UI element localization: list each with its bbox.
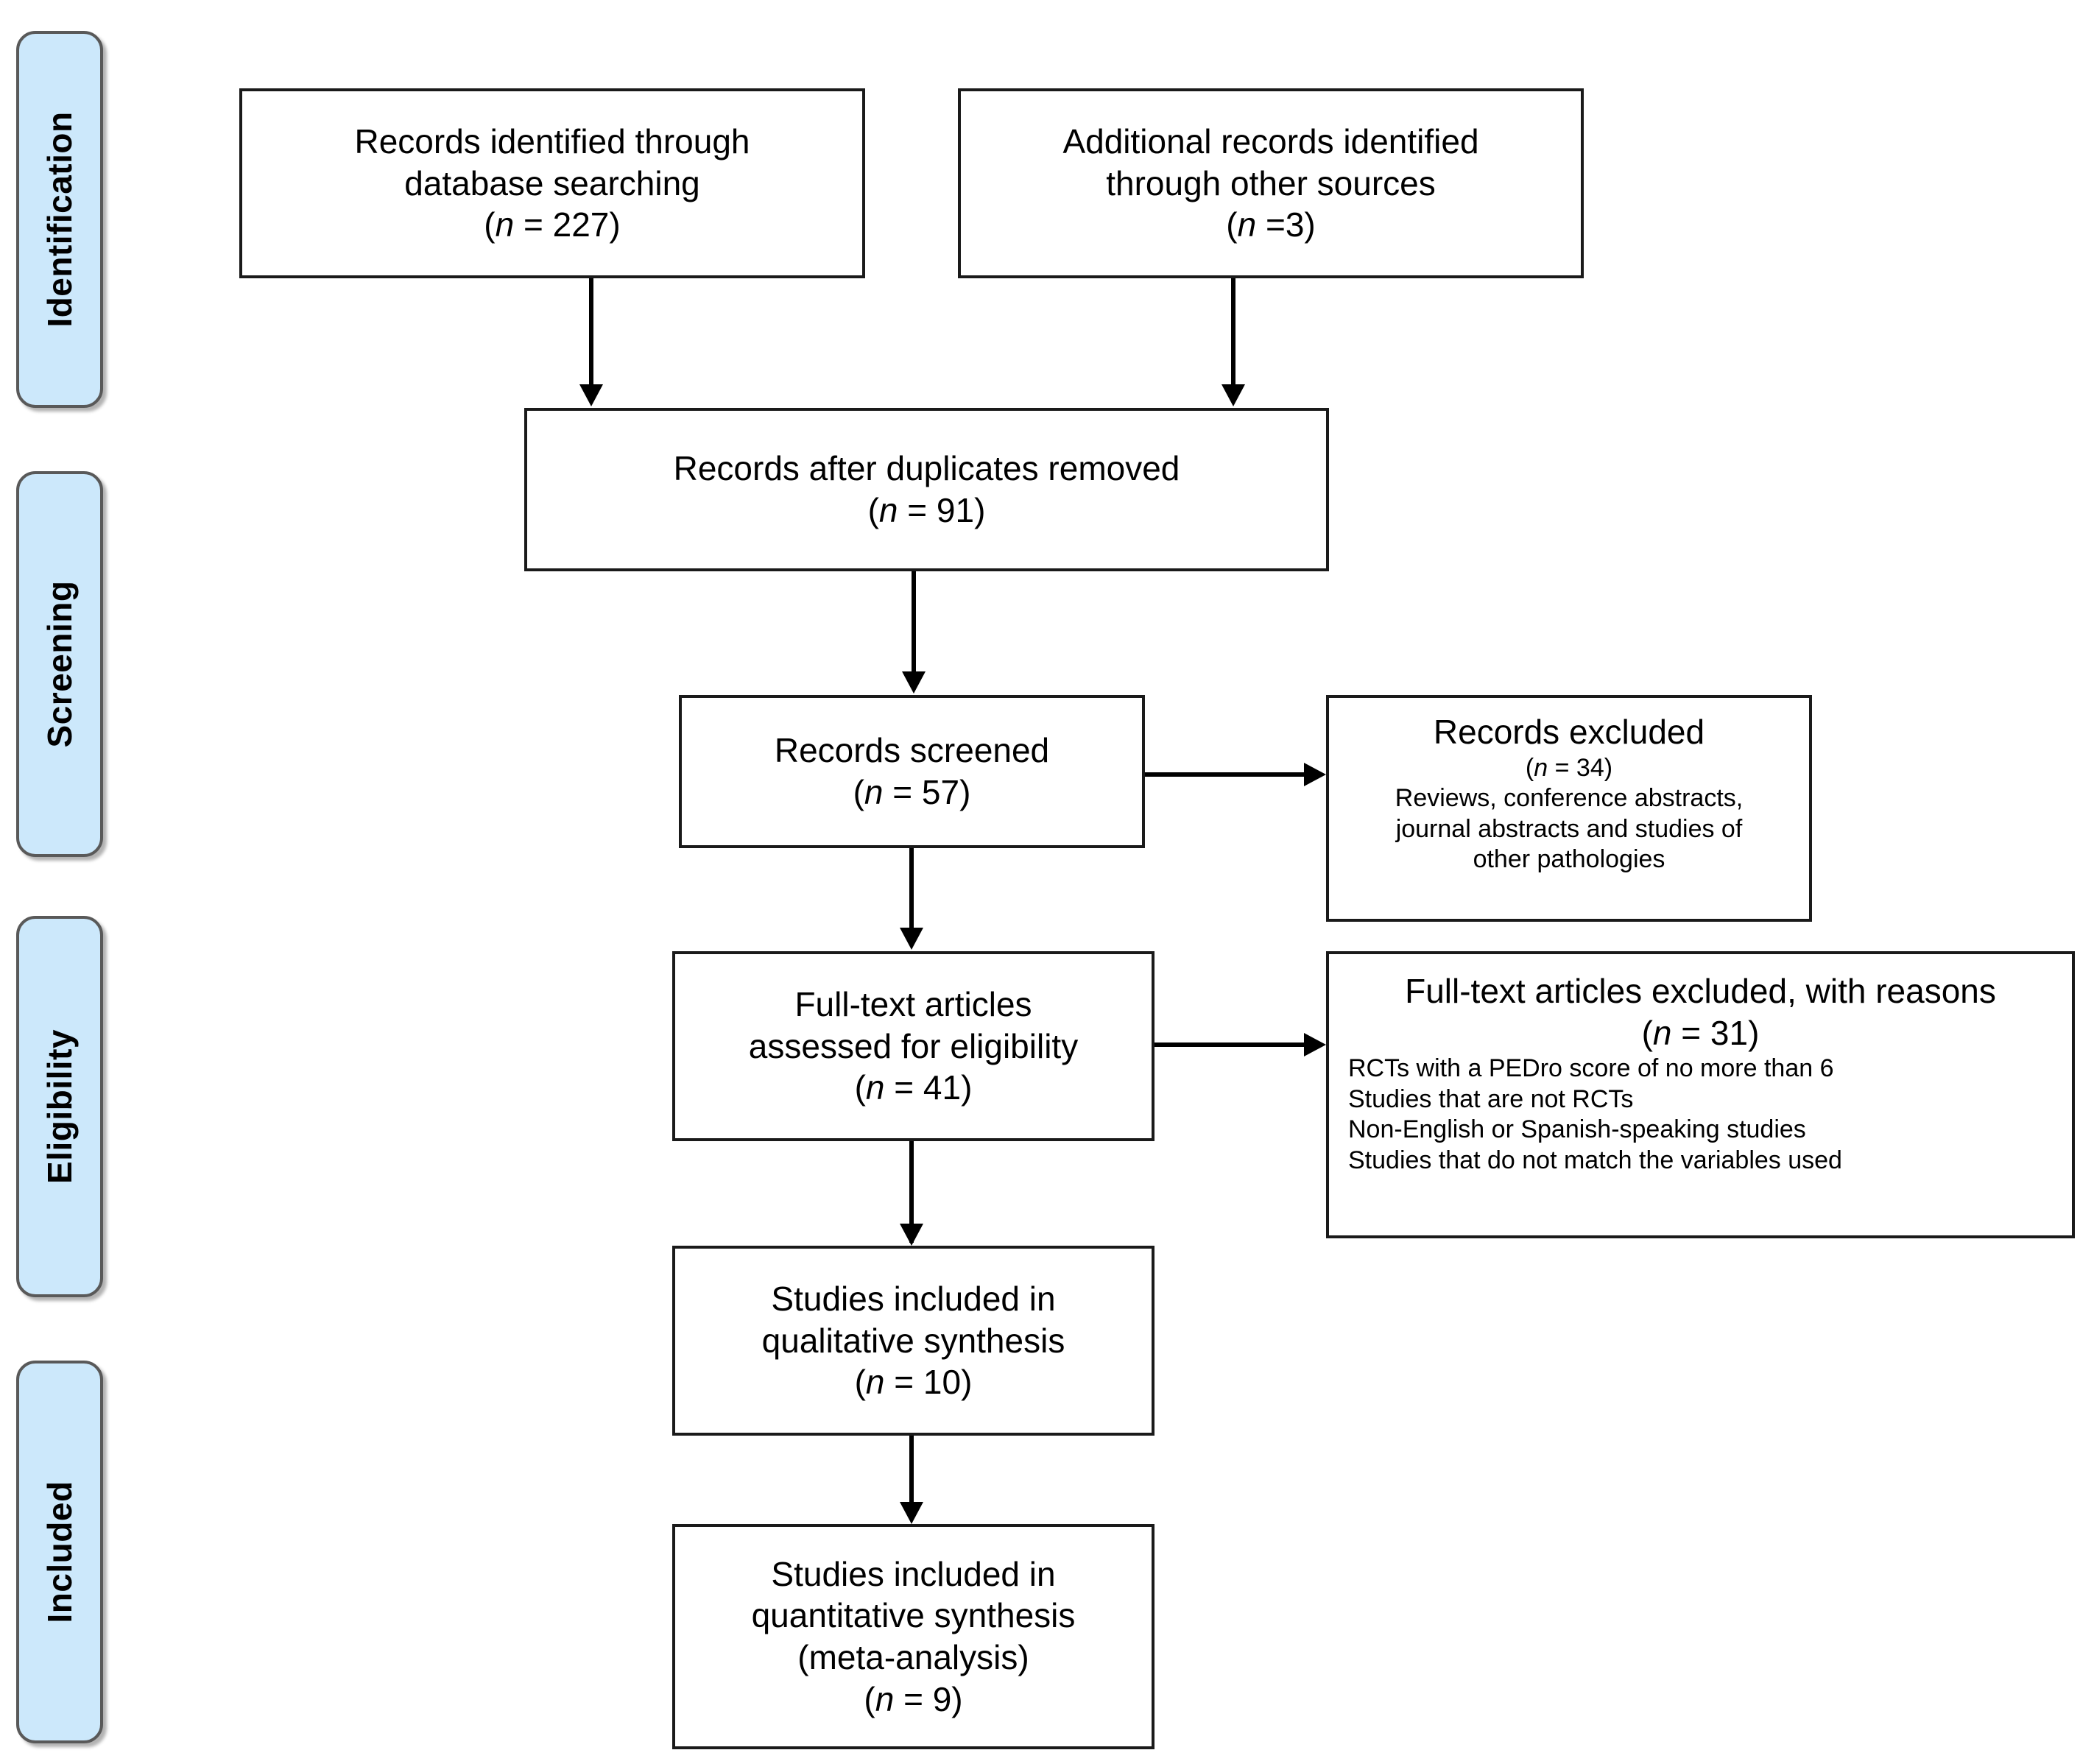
arrowhead-additional-to-duplicates	[1222, 384, 1245, 406]
fulltext-excluded-title: Full-text articles excluded, with reason…	[1405, 972, 1996, 1010]
stage-pill-eligibility: Eligibility	[16, 916, 103, 1297]
count-n-symbol: n	[865, 1068, 885, 1107]
count-n-symbol: n	[864, 773, 884, 811]
connector-fulltext-to-qualitative	[909, 1141, 914, 1243]
records-excluded-detail-1: Reviews, conference abstracts,	[1395, 784, 1744, 813]
count-value: = 31)	[1671, 1013, 1760, 1052]
fulltext-excluded-reason-4: Studies that do not match the variables …	[1348, 1146, 1842, 1174]
count-paren-open: (	[854, 1363, 866, 1402]
stage-label-screening: Screening	[40, 580, 79, 748]
arrowhead-qualitative-to-quantitative	[900, 1502, 923, 1524]
box-quantitative-synthesis: Studies included in quantitative synthes…	[672, 1524, 1154, 1749]
count-n-symbol: n	[878, 491, 898, 529]
records-identified-line-1: Records identified through	[354, 122, 750, 161]
connector-fulltext-to-excluded	[1154, 1042, 1307, 1047]
stage-pill-included: Included	[16, 1361, 103, 1743]
count-n-symbol: n	[1237, 205, 1257, 244]
connector-identified-to-duplicates	[589, 278, 593, 387]
fulltext-excluded-count: (n = 31)	[1642, 1012, 1760, 1054]
box-additional-records: Additional records identified through ot…	[958, 88, 1584, 278]
count-value: = 91)	[898, 491, 986, 529]
count-value: = 41)	[884, 1068, 973, 1107]
records-excluded-line-1: Records excluded	[1433, 713, 1705, 751]
count-paren-open: (	[1226, 205, 1238, 244]
additional-records-line-1: Additional records identified	[1062, 122, 1479, 161]
fulltext-assessed-count: (n = 41)	[855, 1067, 973, 1109]
count-n-symbol: n	[1534, 753, 1548, 782]
stage-label-eligibility: Eligibility	[40, 1029, 79, 1184]
box-records-excluded: Records excluded (n = 34) Reviews, confe…	[1326, 695, 1812, 922]
stage-label-identification: Identification	[40, 111, 79, 328]
additional-records-line-2: through other sources	[1106, 163, 1436, 202]
box-fulltext-assessed: Full-text articles assessed for eligibil…	[672, 951, 1154, 1141]
count-value: = 9)	[894, 1679, 963, 1718]
box-records-screened: Records screened (n = 57)	[679, 695, 1145, 848]
box-duplicates-removed: Records after duplicates removed (n = 91…	[524, 408, 1329, 571]
connector-duplicates-to-screened	[912, 571, 916, 674]
records-screened-line-1: Records screened	[774, 731, 1050, 770]
count-value: = 10)	[884, 1363, 973, 1402]
arrowhead-fulltext-to-qualitative	[900, 1224, 923, 1246]
fulltext-excluded-reasons: RCTs with a PEDro score of no more than …	[1329, 1054, 2072, 1176]
count-value: = 57)	[883, 773, 971, 811]
count-value: =3)	[1256, 205, 1316, 244]
box-records-identified: Records identified through database sear…	[239, 88, 865, 278]
box-qualitative-synthesis: Studies included in qualitative synthesi…	[672, 1246, 1154, 1436]
fulltext-excluded-reason-1: RCTs with a PEDro score of no more than …	[1348, 1054, 1834, 1083]
arrowhead-identified-to-duplicates	[579, 384, 603, 406]
records-identified-count: (n = 227)	[484, 204, 620, 246]
records-identified-line-2: database searching	[404, 163, 700, 202]
count-n-symbol: n	[875, 1679, 895, 1718]
records-screened-count: (n = 57)	[853, 772, 971, 814]
connector-additional-to-duplicates	[1231, 278, 1235, 387]
records-excluded-count: (n = 34)	[1526, 753, 1612, 783]
quantitative-synthesis-count: (n = 9)	[864, 1679, 962, 1721]
quantitative-synthesis-line-2: quantitative synthesis	[751, 1596, 1076, 1635]
quantitative-synthesis-line-3: (meta-analysis)	[797, 1638, 1029, 1676]
fulltext-assessed-line-1: Full-text articles	[794, 985, 1032, 1024]
stage-pill-screening: Screening	[16, 471, 103, 857]
count-paren-open: (	[1641, 1013, 1653, 1052]
count-value: = 34)	[1548, 753, 1613, 782]
quantitative-synthesis-line-1: Studies included in	[771, 1554, 1056, 1593]
count-value: = 227)	[514, 205, 621, 244]
duplicates-removed-count: (n = 91)	[868, 490, 986, 532]
stage-pill-identification: Identification	[16, 31, 103, 408]
count-n-symbol: n	[495, 205, 515, 244]
stage-label-included: Included	[40, 1481, 79, 1623]
qualitative-synthesis-line-2: qualitative synthesis	[761, 1321, 1065, 1360]
count-paren-open: (	[853, 773, 864, 811]
qualitative-synthesis-line-1: Studies included in	[771, 1280, 1056, 1319]
count-paren-open: (	[864, 1679, 875, 1718]
fulltext-excluded-reason-3: Non-English or Spanish-speaking studies	[1348, 1115, 1806, 1144]
count-paren-open: (	[854, 1068, 866, 1107]
additional-records-count: (n =3)	[1226, 204, 1315, 246]
fulltext-excluded-reason-2: Studies that are not RCTs	[1348, 1084, 1634, 1113]
arrowhead-fulltext-to-excluded	[1304, 1033, 1326, 1056]
qualitative-synthesis-count: (n = 10)	[855, 1361, 973, 1403]
count-n-symbol: n	[1652, 1013, 1672, 1052]
arrowhead-screened-to-excluded	[1304, 763, 1326, 786]
connector-screened-to-excluded	[1145, 772, 1307, 777]
count-paren-open: (	[867, 491, 879, 529]
count-paren-open: (	[1525, 753, 1534, 782]
box-fulltext-excluded: Full-text articles excluded, with reason…	[1326, 951, 2075, 1238]
arrowhead-duplicates-to-screened	[902, 671, 926, 694]
connector-qualitative-to-quantitative	[909, 1436, 914, 1520]
arrowhead-screened-to-fulltext	[900, 928, 923, 950]
duplicates-removed-line-1: Records after duplicates removed	[673, 449, 1180, 488]
connector-screened-to-fulltext	[909, 848, 914, 931]
records-excluded-detail-2: journal abstracts and studies of	[1395, 814, 1743, 843]
records-excluded-detail-3: other pathologies	[1473, 844, 1665, 873]
count-paren-open: (	[484, 205, 496, 244]
fulltext-assessed-line-2: assessed for eligibility	[748, 1026, 1079, 1065]
count-n-symbol: n	[865, 1363, 885, 1402]
